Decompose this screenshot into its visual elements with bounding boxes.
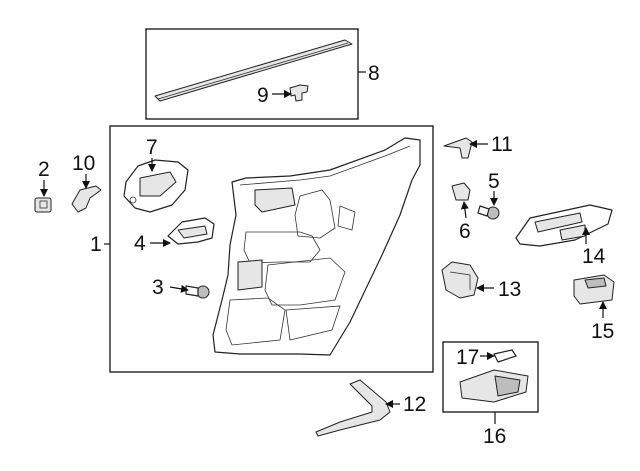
switch-assembly bbox=[441, 261, 479, 299]
callout-14: 14 bbox=[582, 245, 606, 268]
callout-11: 11 bbox=[491, 133, 513, 156]
lamp-group-box bbox=[442, 341, 539, 413]
inside-handle bbox=[167, 217, 215, 245]
retainer bbox=[451, 182, 471, 201]
callout-3: 3 bbox=[152, 276, 164, 299]
callout-6: 6 bbox=[459, 220, 471, 243]
bracket bbox=[443, 137, 473, 159]
callout-12: 12 bbox=[403, 393, 426, 416]
switch-bezel bbox=[515, 204, 613, 247]
callout-2: 2 bbox=[38, 158, 50, 181]
moulding-group-box bbox=[145, 28, 359, 120]
callout-13: 13 bbox=[498, 278, 521, 301]
door-trim-panel bbox=[212, 137, 421, 356]
door-garnish bbox=[315, 379, 391, 437]
belt-moulding bbox=[154, 39, 353, 102]
callout-5: 5 bbox=[488, 170, 500, 193]
bulb bbox=[493, 349, 517, 363]
callout-17: 17 bbox=[456, 346, 479, 369]
callout-9: 9 bbox=[257, 84, 269, 107]
callout-10: 10 bbox=[72, 152, 95, 175]
inside-handle-bezel bbox=[123, 159, 189, 213]
moulding-clip bbox=[289, 84, 309, 102]
callout-1: 1 bbox=[90, 233, 102, 256]
callout-4: 4 bbox=[134, 232, 146, 255]
callout-7: 7 bbox=[146, 136, 158, 159]
trim-clip bbox=[34, 197, 52, 213]
door-trim-box bbox=[109, 125, 434, 373]
bolt bbox=[477, 205, 500, 220]
screw bbox=[185, 285, 210, 299]
courtesy-lamp bbox=[459, 369, 529, 403]
cup-holder bbox=[573, 274, 615, 305]
callout-8: 8 bbox=[368, 62, 380, 85]
trim-cover bbox=[71, 185, 102, 213]
callout-16: 16 bbox=[483, 425, 506, 448]
callout-15: 15 bbox=[591, 320, 614, 343]
